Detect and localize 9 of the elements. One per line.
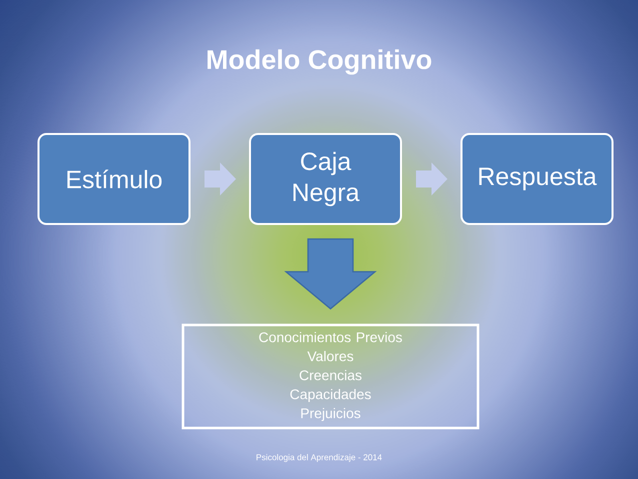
text-box: Conocimientos Previos Valores Creencias Capacidades Prejuicios (182, 324, 480, 430)
block-arrow (284, 238, 377, 310)
process-box: Estímulo (38, 133, 190, 225)
block-arrow (204, 162, 236, 196)
process-box: Respuesta (460, 133, 614, 225)
process-box: Caja Negra (249, 133, 402, 225)
footer-text: Psicologia del Aprendizaje - 2014 (256, 454, 382, 462)
title: Modelo Cognitivo (208, 49, 432, 75)
block-arrow (416, 162, 448, 196)
